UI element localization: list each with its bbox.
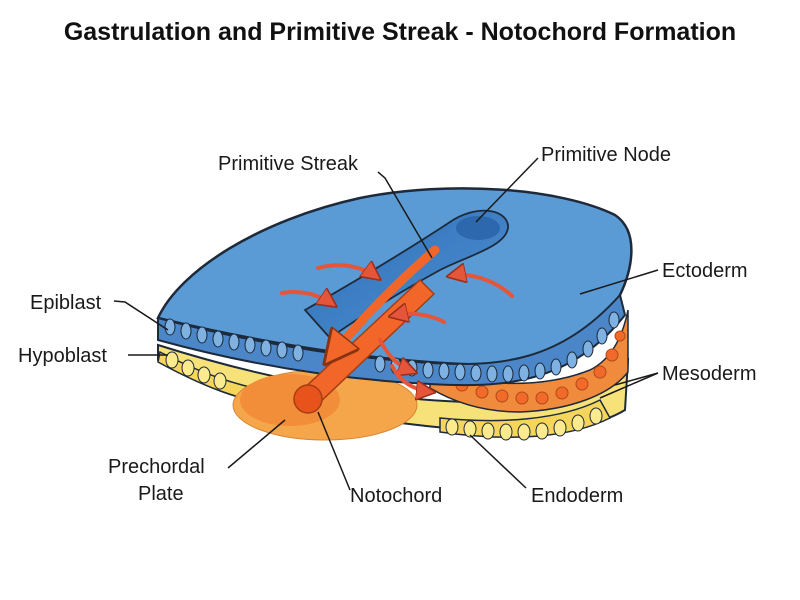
leader-notochord xyxy=(317,411,351,491)
label-prechordal-line2: Plate xyxy=(138,483,184,505)
label-mesoderm: Mesoderm xyxy=(662,363,756,385)
migration-arrow xyxy=(316,265,378,278)
label-primitive-node: Primitive Node xyxy=(541,144,671,166)
migration-arrow xyxy=(280,292,334,305)
migration-arrow xyxy=(390,364,432,392)
leader-primitive-node xyxy=(475,157,539,223)
migration-arrow xyxy=(450,275,514,298)
endoderm-cells xyxy=(165,351,603,441)
cell-migration-arrows xyxy=(280,265,514,392)
leader-ectoderm xyxy=(579,269,659,295)
label-notochord: Notochord xyxy=(350,485,442,507)
migration-arrow xyxy=(378,338,414,372)
label-endoderm: Endoderm xyxy=(531,485,623,507)
primitive-node-pit xyxy=(456,216,500,240)
label-ectoderm: Ectoderm xyxy=(662,260,748,282)
migration-arrow xyxy=(392,314,446,324)
label-primitive-streak: Primitive Streak xyxy=(218,153,359,175)
label-epiblast: Epiblast xyxy=(30,292,102,314)
label-prechordal-line1: Prechordal xyxy=(108,456,205,478)
leader-lines xyxy=(113,157,659,491)
leader-mesoderm-2 xyxy=(599,372,659,399)
diagram-title: Gastrulation and Primitive Streak - Noto… xyxy=(63,18,737,46)
leader-mesoderm-1 xyxy=(614,372,659,386)
leader-primitive-streak xyxy=(377,171,433,259)
leader-prechordal xyxy=(227,419,286,469)
streak-migration-arrow xyxy=(328,245,440,360)
leader-endoderm xyxy=(469,434,527,489)
notochord-end xyxy=(293,384,323,414)
label-hypoblast: Hypoblast xyxy=(18,345,107,367)
leader-epiblast xyxy=(113,300,169,331)
